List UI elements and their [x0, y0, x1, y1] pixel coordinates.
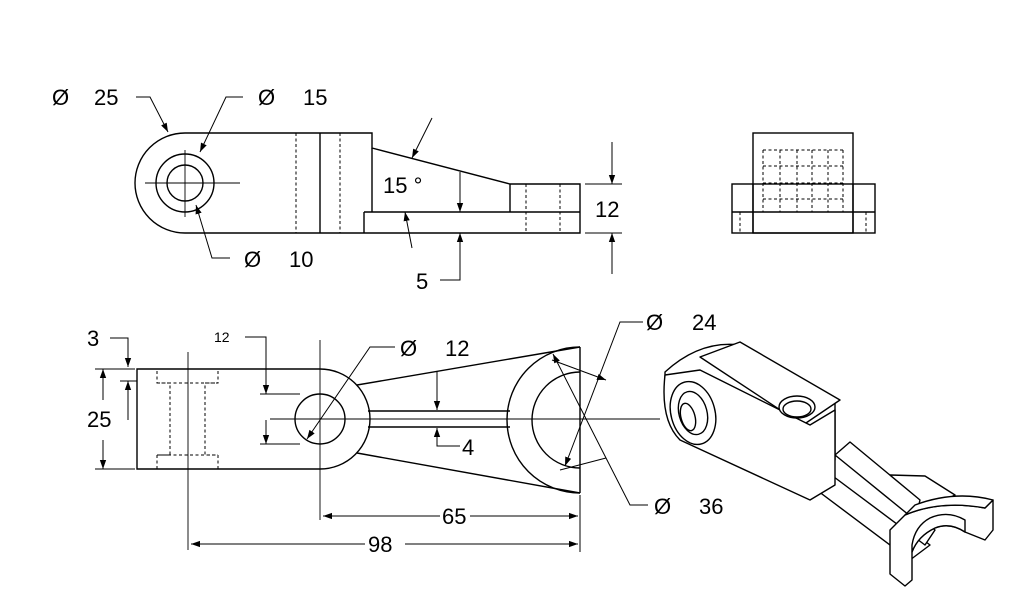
label-dim-98: 98	[368, 532, 392, 557]
label-dim-25: 25	[87, 407, 111, 432]
diameter-symbol: Ø	[258, 85, 275, 110]
diameter-symbol: Ø	[654, 494, 671, 519]
front-view-outline	[134, 132, 581, 234]
diameter-symbol: Ø	[52, 85, 69, 110]
label-dim-65: 65	[442, 504, 466, 529]
label-dia-12: 12	[445, 336, 469, 361]
diameter-symbol: Ø	[244, 247, 261, 272]
label-dim-3: 3	[87, 326, 99, 351]
side-view	[731, 132, 876, 234]
label-dim-5: 5	[416, 269, 428, 294]
isometric-view	[663, 341, 994, 587]
top-view	[136, 340, 660, 550]
front-view	[134, 132, 581, 234]
diameter-symbol: Ø	[400, 336, 417, 361]
top-view-dimensions	[95, 321, 648, 552]
label-dim-4: 4	[462, 435, 474, 460]
diameter-symbol: Ø	[646, 310, 663, 335]
dimension-labels: Ø 25 Ø 15 Ø 10 15 ° 12 5 3 25 12 Ø 12 4 …	[52, 85, 723, 557]
top-view-arm-outline	[136, 368, 371, 470]
label-dim-12-top: 12	[214, 329, 230, 345]
label-dia-36: 36	[699, 494, 723, 519]
front-view-dimensions	[136, 96, 622, 281]
label-dia-25: 25	[94, 85, 118, 110]
label-dim-12-front: 12	[595, 197, 619, 222]
label-dia-24: 24	[692, 310, 716, 335]
label-dia-15: 15	[303, 85, 327, 110]
label-angle-15: 15 °	[383, 173, 422, 198]
label-dia-10: 10	[289, 247, 313, 272]
